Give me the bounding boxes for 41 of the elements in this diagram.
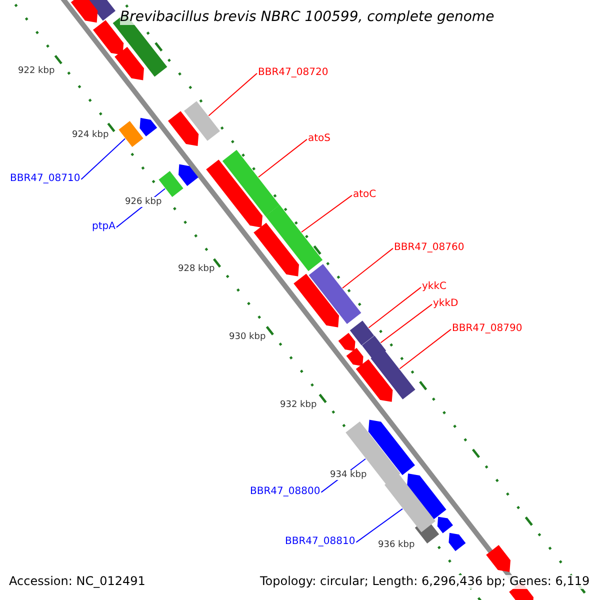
scale-label: 922 kbp bbox=[18, 66, 55, 76]
gene-label: BBR47_08720 bbox=[258, 67, 328, 78]
leader-line bbox=[356, 508, 404, 543]
leader-line bbox=[300, 194, 352, 233]
gene-segment bbox=[346, 422, 400, 484]
leader-line bbox=[208, 72, 258, 116]
scale-label: 932 kbp bbox=[280, 400, 317, 410]
scale-label: 934 kbp bbox=[330, 470, 367, 480]
scale-label: 930 kbp bbox=[229, 332, 266, 342]
gene-label: BBR47_08800 bbox=[250, 486, 320, 498]
gene-label: BBR47_08710 bbox=[10, 173, 80, 184]
leader-line bbox=[368, 286, 422, 328]
scale-label: 926 kbp bbox=[125, 197, 162, 208]
gene-segment bbox=[308, 264, 362, 324]
genome-info-text: Accession: NC_012491 bbox=[9, 575, 146, 589]
gene-segment bbox=[118, 121, 144, 147]
gene-segment bbox=[384, 474, 436, 532]
leader-line bbox=[80, 138, 126, 180]
leader-line bbox=[380, 304, 432, 344]
scale-label: 924 kbp bbox=[72, 130, 109, 140]
leader-line bbox=[258, 138, 308, 178]
genome-info-text: Topology: circular; Length: 6,296,436 bp; Genes: 6,119 bbox=[260, 575, 590, 589]
gene-segment bbox=[222, 150, 280, 216]
leader-line bbox=[399, 328, 452, 370]
scale-label: 936 kbp bbox=[378, 540, 415, 550]
leader-line bbox=[342, 248, 394, 289]
gene-label: BBR47_08790 bbox=[452, 323, 522, 334]
gene-label: atoS bbox=[308, 133, 331, 144]
gene-label: atoC bbox=[353, 189, 376, 200]
gene-label: ykkC bbox=[422, 281, 446, 292]
scale-label: 928 kbp bbox=[178, 264, 215, 274]
gene-segment bbox=[184, 101, 220, 141]
gene-segment bbox=[370, 348, 416, 400]
map-title: Brevibacillus brevis NBRC 100599, complete genome bbox=[120, 9, 494, 26]
gene-label: ykkD bbox=[433, 298, 458, 310]
gene-label: BBR47_08810 bbox=[285, 536, 356, 548]
gene-segment bbox=[350, 320, 374, 346]
gene-label: BBR47_08760 bbox=[394, 242, 464, 254]
gene-label: ptpA bbox=[92, 221, 116, 232]
gene-segment bbox=[158, 171, 184, 197]
gene-segment bbox=[265, 204, 323, 272]
